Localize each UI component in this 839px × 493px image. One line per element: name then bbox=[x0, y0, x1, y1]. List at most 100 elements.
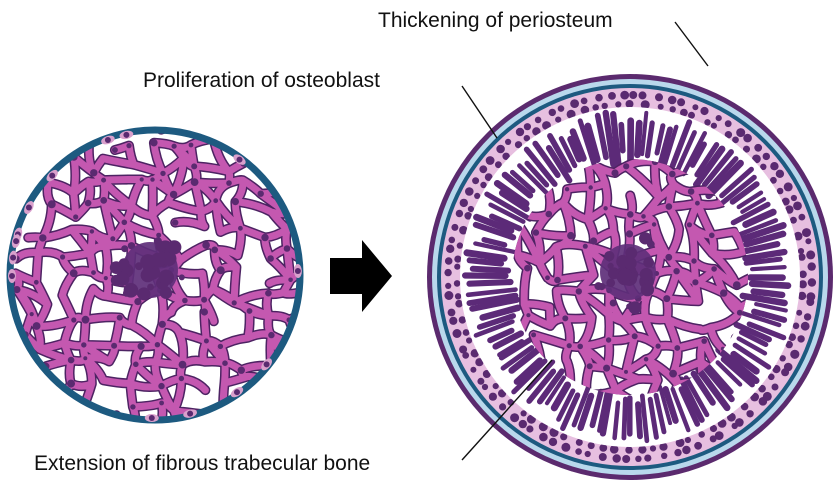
osteoblast-nucleus bbox=[561, 443, 570, 452]
right-arrow-icon bbox=[330, 240, 392, 312]
osteoblast-nucleus bbox=[444, 291, 453, 300]
osteocyte-nucleus bbox=[172, 144, 177, 149]
osteoblast-nucleus bbox=[445, 257, 453, 265]
osteocyte-nucleus bbox=[709, 233, 715, 239]
osteoblast-nucleus bbox=[479, 165, 487, 173]
osteocyte-nucleus bbox=[68, 357, 75, 364]
central-nucleus bbox=[179, 274, 185, 280]
osteoblast-nucleus bbox=[453, 329, 462, 338]
osteocyte-nucleus bbox=[669, 171, 676, 178]
osteocyte-nucleus bbox=[531, 332, 536, 337]
osteocyte-nucleus bbox=[587, 363, 593, 369]
osteoblast-nucleus bbox=[588, 442, 595, 449]
central-nucleus bbox=[643, 257, 654, 268]
osteocyte-nucleus bbox=[265, 290, 272, 297]
radial-fiber bbox=[638, 404, 640, 436]
osteocyte-nucleus bbox=[692, 279, 698, 285]
osteocyte-nucleus bbox=[733, 281, 741, 289]
osteoblast-nucleus bbox=[445, 283, 451, 289]
radial-fiber bbox=[470, 282, 511, 284]
osteocyte-nucleus bbox=[81, 342, 86, 347]
osteocyte-nucleus bbox=[691, 258, 696, 263]
osteocyte-nucleus bbox=[603, 206, 607, 210]
osteocyte-nucleus bbox=[666, 203, 673, 210]
osteocyte-nucleus bbox=[669, 370, 677, 378]
osteoblast-nucleus bbox=[463, 329, 470, 336]
osteocyte-nucleus bbox=[546, 211, 553, 218]
osteoblast-nucleus bbox=[725, 120, 732, 127]
osteocyte-nucleus bbox=[665, 254, 672, 261]
osteocyte-nucleus bbox=[238, 226, 243, 231]
osteoblast-nucleus bbox=[808, 262, 816, 270]
rim-osteoblast-nucleus bbox=[26, 205, 32, 211]
osteoblast-nucleus bbox=[736, 128, 745, 137]
osteoblast-nucleus bbox=[581, 98, 588, 105]
osteoblast-nucleus bbox=[549, 438, 557, 446]
osteocyte-nucleus bbox=[82, 316, 90, 324]
rim-osteoblast-nucleus bbox=[10, 255, 16, 261]
osteocyte-nucleus bbox=[90, 229, 94, 233]
osteocyte-nucleus bbox=[160, 171, 165, 176]
osteocyte-nucleus bbox=[100, 197, 107, 204]
rim-osteoblast-nucleus bbox=[149, 415, 155, 421]
osteoblast-nucleus bbox=[446, 245, 454, 253]
osteoblast-nucleus bbox=[482, 384, 488, 390]
central-nucleus bbox=[167, 240, 181, 254]
advanced-lesion bbox=[427, 74, 833, 480]
osteoblast-nucleus bbox=[644, 455, 651, 462]
rim-osteoblast-nucleus bbox=[234, 389, 240, 395]
rim-osteoblast-nucleus bbox=[105, 137, 111, 143]
osteoblast-nucleus bbox=[694, 442, 702, 450]
radial-fiber bbox=[624, 399, 626, 438]
central-nucleus bbox=[121, 245, 128, 252]
osteoblast-label: Proliferation of osteoblast bbox=[143, 69, 380, 92]
osteocyte-nucleus bbox=[111, 343, 117, 349]
osteocyte-nucleus bbox=[562, 315, 568, 321]
osteocyte-nucleus bbox=[104, 276, 108, 280]
osteocyte-nucleus bbox=[247, 308, 253, 314]
osteocyte-nucleus bbox=[656, 344, 661, 349]
osteoblast-nucleus bbox=[460, 199, 468, 207]
osteocyte-nucleus bbox=[60, 254, 65, 259]
osteocyte-nucleus bbox=[204, 339, 209, 344]
osteocyte-nucleus bbox=[179, 376, 184, 381]
osteoblast-nucleus bbox=[772, 384, 779, 391]
osteoblast-nucleus bbox=[474, 193, 480, 199]
osteocyte-nucleus bbox=[73, 214, 78, 219]
osteocyte-nucleus bbox=[603, 365, 610, 372]
radial-fiber bbox=[754, 292, 783, 295]
osteoblast-nucleus bbox=[784, 182, 793, 191]
central-nucleus bbox=[119, 258, 130, 269]
osteocyte-nucleus bbox=[133, 362, 139, 368]
osteoblast-nucleus bbox=[658, 104, 664, 110]
osteocyte-nucleus bbox=[112, 147, 118, 153]
osteoblast-nucleus bbox=[677, 98, 685, 106]
osteocyte-nucleus bbox=[48, 200, 56, 208]
osteoblast-nucleus bbox=[558, 105, 565, 112]
osteoblast-nucleus bbox=[477, 378, 484, 385]
osteoblast-nucleus bbox=[454, 280, 461, 287]
osteoblast-nucleus bbox=[456, 210, 463, 217]
osteocyte-nucleus bbox=[688, 188, 695, 195]
osteocyte-nucleus bbox=[565, 187, 569, 191]
osteoblast-nucleus bbox=[489, 393, 497, 401]
osteocyte-nucleus bbox=[288, 278, 293, 283]
osteocyte-nucleus bbox=[232, 198, 239, 205]
osteocyte-nucleus bbox=[213, 198, 218, 203]
osteoblast-nucleus bbox=[670, 106, 676, 112]
osteoblast-nucleus bbox=[700, 107, 708, 115]
osteocyte-nucleus bbox=[126, 143, 131, 148]
osteoblast-nucleus bbox=[650, 445, 656, 451]
osteocyte-nucleus bbox=[140, 177, 144, 181]
osteoblast-nucleus bbox=[449, 237, 456, 244]
osteoblast-nucleus bbox=[793, 323, 800, 330]
osteoblast-nucleus bbox=[592, 104, 599, 111]
osteocyte-nucleus bbox=[695, 201, 700, 206]
rim-osteoblast-nucleus bbox=[295, 268, 301, 274]
osteoblast-nucleus bbox=[796, 310, 802, 316]
osteocyte-nucleus bbox=[626, 230, 633, 237]
osteoblast-nucleus bbox=[798, 253, 805, 260]
central-nucleus bbox=[626, 303, 632, 309]
osteocyte-nucleus bbox=[155, 342, 160, 347]
